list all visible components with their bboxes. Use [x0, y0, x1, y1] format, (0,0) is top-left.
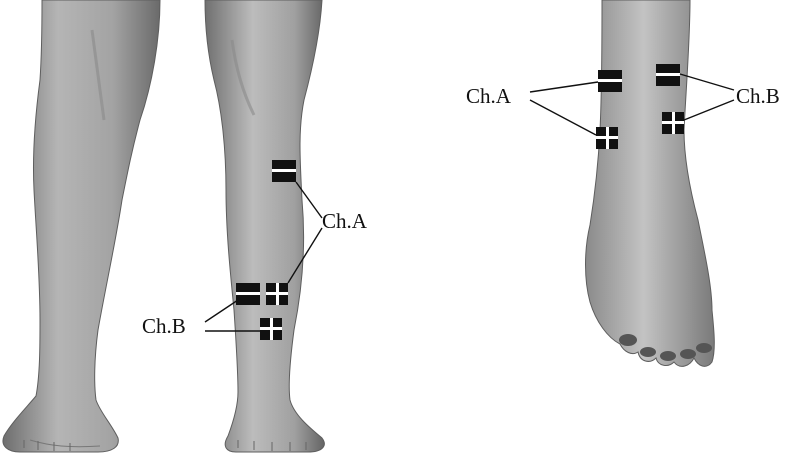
left-leg — [3, 0, 160, 452]
right-leg — [205, 0, 324, 452]
electrode-ankle-ch-b-lower — [662, 112, 684, 134]
electrode-ch-b-upper — [236, 283, 260, 305]
toe-nail-icon — [619, 334, 637, 346]
electrode-ankle-ch-b-upper — [656, 64, 680, 86]
electrode-ch-a-upper — [272, 160, 296, 182]
label-ankle-ch-b: Ch.B — [736, 84, 780, 108]
foot-dorsal-view — [586, 0, 715, 366]
leader-ankle-ch-b — [680, 74, 734, 120]
electrode-ch-b-lower — [260, 318, 282, 340]
electrode-ankle-ch-a-upper — [598, 70, 622, 92]
label-ch-b: Ch.B — [142, 314, 186, 338]
electrode-ankle-ch-a-lower — [596, 127, 618, 149]
electrode-ch-a-lower — [266, 283, 288, 305]
leader-ankle-ch-a — [530, 82, 598, 135]
label-ankle-ch-a: Ch.A — [466, 84, 512, 108]
label-ch-a: Ch.A — [322, 209, 368, 233]
